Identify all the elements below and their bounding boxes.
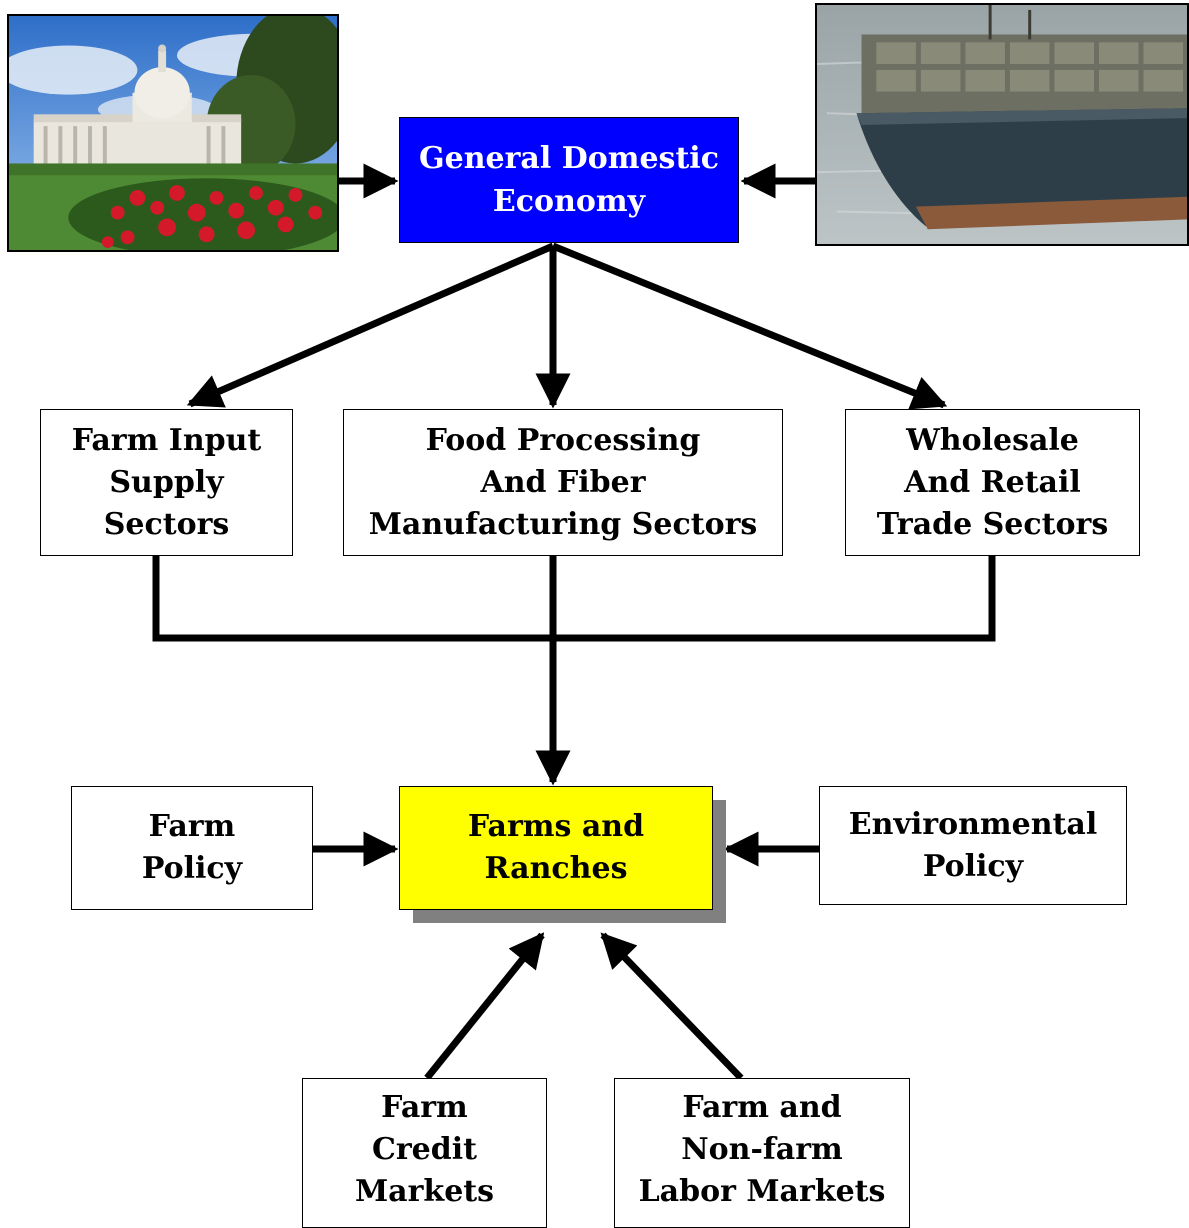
labor-markets-label: Farm and Non-farm Labor Markets (638, 1090, 886, 1209)
food-processing-box: Food Processing And Fiber Manufacturing … (343, 409, 783, 556)
farm-input-supply-box: Farm Input Supply Sectors (40, 409, 293, 556)
cargo-ship-photo (815, 3, 1189, 246)
farm-input-supply-label: Farm Input Supply Sectors (71, 422, 262, 542)
arrow-economy-to-trade (551, 242, 948, 410)
wholesale-retail-label: Wholesale And Retail Trade Sectors (876, 422, 1109, 542)
farms-ranches-label: Farms and Ranches (467, 809, 645, 886)
capitol-building-photo (7, 14, 339, 252)
farms-ranches-box: Farms and Ranches (399, 786, 713, 910)
arrow-labor-to-farms (600, 932, 744, 1081)
general-domestic-economy-box: General Domestic Economy (399, 117, 739, 243)
farm-policy-box: Farm Policy (71, 786, 313, 910)
food-processing-label: Food Processing And Fiber Manufacturing … (368, 422, 758, 542)
connector-sectors (152, 556, 996, 642)
environmental-policy-label: Environmental Policy (848, 806, 1098, 884)
environmental-policy-box: Environmental Policy (819, 786, 1127, 905)
arrow-economy-to-input (186, 242, 555, 408)
general-domestic-economy-label: General Domestic Economy (419, 141, 719, 219)
wholesale-retail-box: Wholesale And Retail Trade Sectors (845, 409, 1140, 556)
farm-credit-markets-label: Farm Credit Markets (354, 1090, 495, 1209)
arrow-credit-to-farms (424, 932, 545, 1081)
farm-credit-markets-box: Farm Credit Markets (302, 1078, 547, 1228)
labor-markets-box: Farm and Non-farm Labor Markets (614, 1078, 910, 1228)
farm-policy-label: Farm Policy (141, 809, 243, 886)
